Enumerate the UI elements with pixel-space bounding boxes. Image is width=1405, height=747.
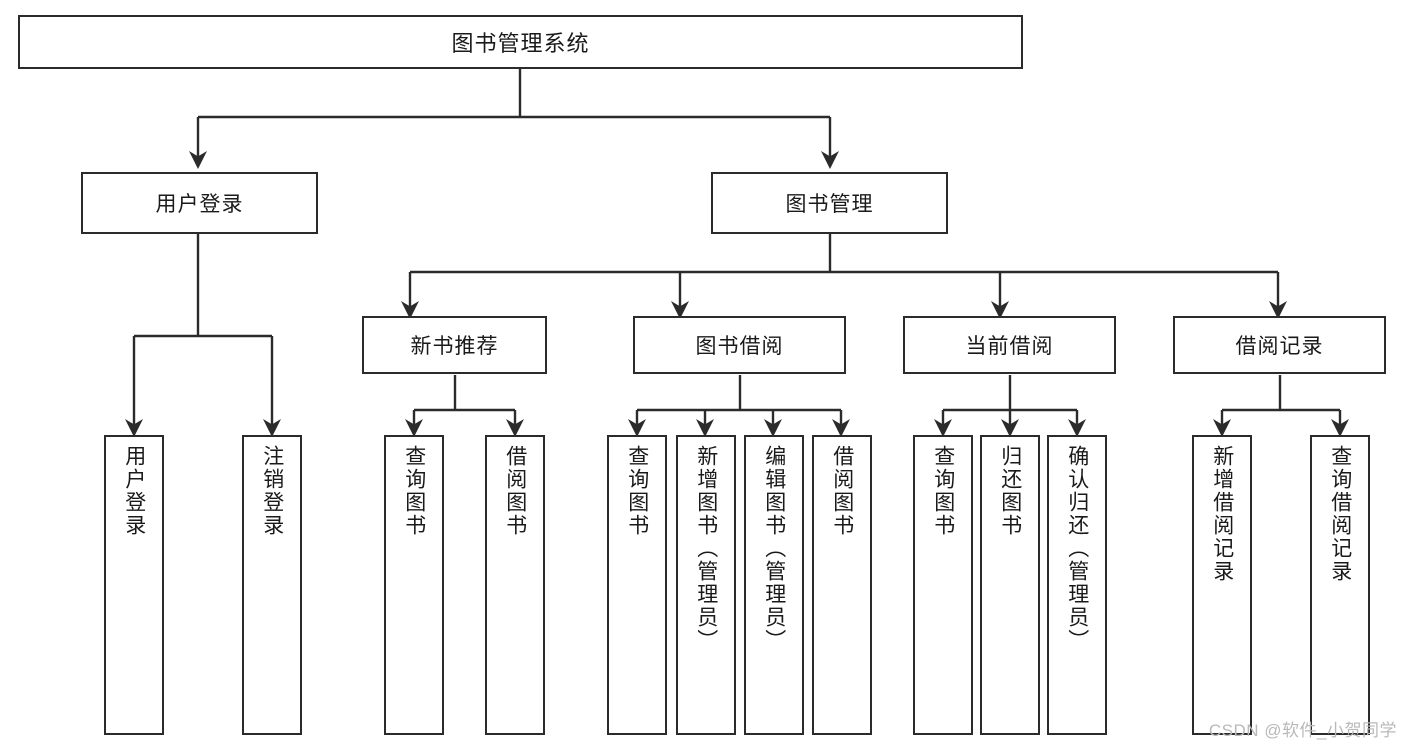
node-borrow-records[interactable]: 借阅记录: [1173, 316, 1386, 374]
node-book-management[interactable]: 图书管理: [711, 172, 948, 234]
node-book-borrow[interactable]: 图书借阅: [633, 316, 846, 374]
node-user-login[interactable]: 用户登录: [81, 172, 318, 234]
node-label: 当前借阅: [965, 335, 1054, 358]
node-label: 查询图书: [625, 445, 649, 537]
node-label: 查询借阅记录: [1328, 445, 1352, 583]
node-label: 新增图书（管理员）: [694, 445, 718, 652]
leaf-borrow-books[interactable]: 借阅图书: [812, 435, 872, 735]
node-label: 确认归还（管理员）: [1065, 445, 1089, 652]
leaf-query-books-borrow[interactable]: 查询图书: [607, 435, 667, 735]
node-label: 借阅图书: [503, 445, 527, 537]
leaf-query-books-current[interactable]: 查询图书: [913, 435, 973, 735]
leaf-user-login[interactable]: 用户登录: [104, 435, 164, 735]
leaf-query-borrow-record[interactable]: 查询借阅记录: [1310, 435, 1370, 735]
node-label: 归还图书: [998, 445, 1022, 537]
leaf-borrow-books-recommend[interactable]: 借阅图书: [485, 435, 545, 735]
node-label: 用户登录: [122, 445, 146, 537]
node-new-book-recommend[interactable]: 新书推荐: [362, 316, 547, 374]
node-label: 借阅记录: [1235, 335, 1324, 358]
node-label: 新增借阅记录: [1210, 445, 1234, 583]
leaf-query-books-recommend[interactable]: 查询图书: [384, 435, 444, 735]
node-label: 用户登录: [155, 193, 244, 216]
node-label: 借阅图书: [830, 445, 854, 537]
node-label: 注销登录: [260, 445, 284, 537]
leaf-add-book-admin[interactable]: 新增图书（管理员）: [676, 435, 736, 735]
node-label: 查询图书: [931, 445, 955, 537]
watermark: CSDN @软件_小贺同学: [1208, 721, 1397, 740]
leaf-confirm-return-admin[interactable]: 确认归还（管理员）: [1047, 435, 1107, 735]
node-label: 编辑图书（管理员）: [762, 445, 786, 652]
node-root-system[interactable]: 图书管理系统: [18, 15, 1023, 69]
node-label: 查询图书: [402, 445, 426, 537]
node-current-borrow[interactable]: 当前借阅: [903, 316, 1116, 374]
node-label: 新书推荐: [410, 335, 499, 358]
leaf-add-borrow-record[interactable]: 新增借阅记录: [1192, 435, 1252, 735]
leaf-return-books[interactable]: 归还图书: [980, 435, 1040, 735]
leaf-logout-login[interactable]: 注销登录: [242, 435, 302, 735]
node-label: 图书管理系统: [451, 31, 590, 56]
node-label: 图书管理: [785, 193, 874, 216]
leaf-edit-book-admin[interactable]: 编辑图书（管理员）: [744, 435, 804, 735]
node-label: 图书借阅: [695, 335, 784, 358]
